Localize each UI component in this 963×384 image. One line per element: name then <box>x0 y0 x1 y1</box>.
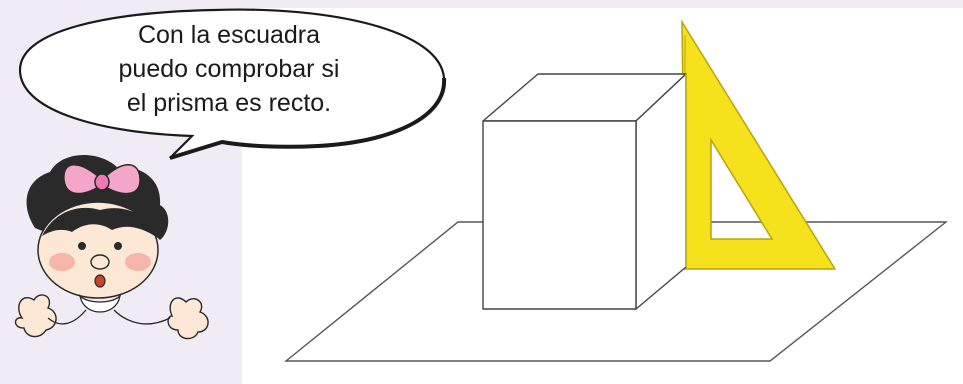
girl-character <box>14 154 209 340</box>
girl-arms <box>47 309 171 325</box>
prism <box>482 73 687 310</box>
speech-bubble-text: Con la escuadra puedo comprobar si el pr… <box>70 18 388 120</box>
girl-right-hand <box>167 297 209 340</box>
girl-nose <box>90 254 110 270</box>
speech-line-2: puedo comprobar si <box>118 55 340 83</box>
set-square <box>681 19 837 270</box>
pink-bow <box>63 164 141 195</box>
girl-left-hand <box>14 294 57 338</box>
girl-right-eye <box>114 242 122 250</box>
speech-bubble-shadow <box>169 77 447 160</box>
girl-right-cheek <box>125 253 151 271</box>
girl-collar <box>78 294 122 313</box>
girl-left-eye <box>78 242 86 250</box>
speech-line-3: el prisma es recto. <box>126 89 332 117</box>
prism-front-face <box>482 120 637 310</box>
girl-left-cheek <box>49 253 75 271</box>
top-strip <box>0 0 963 8</box>
girl-mouth <box>94 274 106 288</box>
speech-line-1: Con la escuadra <box>137 21 321 49</box>
girl-bangs <box>42 207 158 238</box>
